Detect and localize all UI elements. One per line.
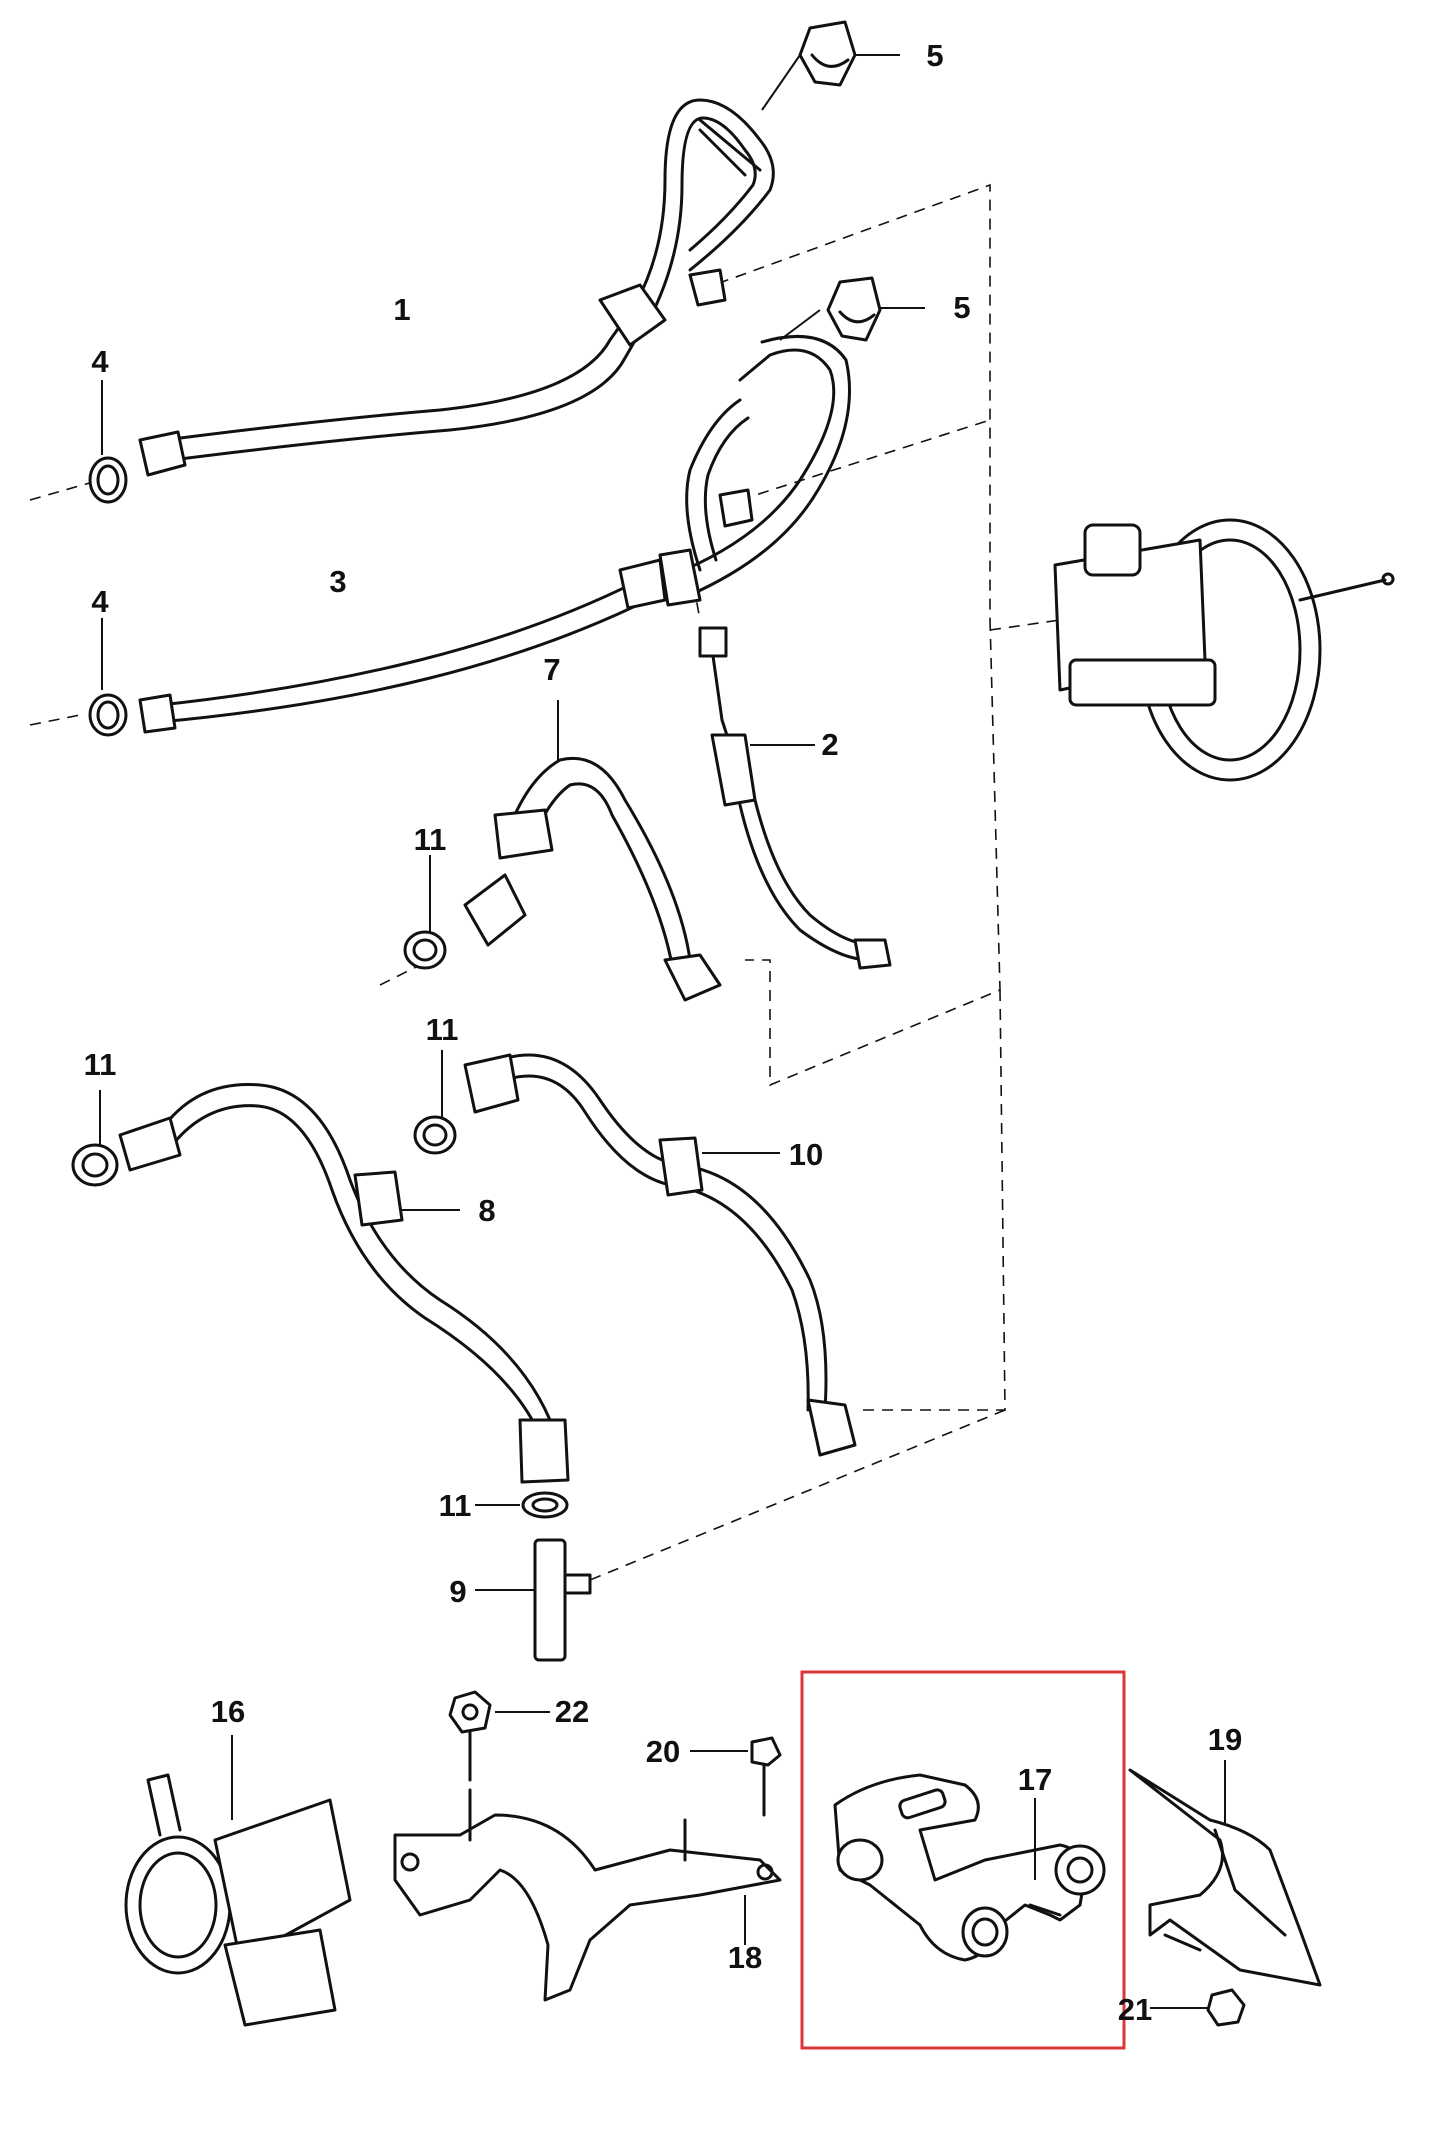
vacuum-hose-part-3	[138, 334, 851, 734]
hose-clamp-part-4-lower	[88, 618, 128, 737]
bolt-part-20	[690, 1736, 782, 1817]
callout-7: 7	[543, 652, 560, 687]
callout-11-d: 11	[439, 1488, 472, 1523]
callout-3: 3	[329, 564, 346, 599]
highlight-box	[800, 1670, 1126, 2050]
nut-part-22	[448, 1690, 550, 1782]
vacuum-hose-part-10	[463, 1053, 857, 1457]
tee-fitting-part-9	[475, 1538, 592, 1662]
clip-part-5-upper	[798, 20, 900, 87]
callout-4-upper: 4	[91, 344, 109, 379]
vacuum-hose-part-7	[463, 700, 722, 1002]
engine-mount-part-17	[833, 1773, 1106, 1962]
callout-17: 17	[1018, 1762, 1052, 1797]
callout-5-upper: 5	[926, 38, 943, 73]
callout-1: 1	[393, 292, 410, 327]
callout-9: 9	[449, 1574, 466, 1609]
vacuum-hose-part-1	[138, 54, 821, 477]
callout-22: 22	[555, 1694, 589, 1729]
hose-clamp-part-11-b	[71, 1090, 119, 1187]
callout-18: 18	[728, 1940, 762, 1975]
callout-20: 20	[646, 1734, 680, 1769]
hose-clamp-part-4-upper	[88, 380, 128, 504]
callout-16: 16	[211, 1694, 245, 1729]
vacuum-pump-part-16	[124, 1735, 352, 2027]
callout-21: 21	[1118, 1992, 1152, 2027]
dashed-connection-lines	[29, 183, 1061, 1581]
callout-11-a: 11	[414, 822, 447, 857]
bracket-part-18	[393, 1788, 782, 2002]
heat-shield-part-19	[1128, 1760, 1322, 1987]
callout-2: 2	[821, 727, 838, 762]
callout-10: 10	[789, 1137, 823, 1172]
callout-5-lower: 5	[953, 290, 970, 325]
brake-booster-master-cylinder	[1053, 518, 1395, 782]
hose-clamp-part-11-c	[413, 1050, 457, 1155]
nut-part-21	[1150, 1933, 1246, 2027]
hose-clamp-part-11-d	[475, 1491, 569, 1519]
hose-clamp-part-11-a	[403, 855, 447, 970]
vacuum-hose-part-8	[118, 1083, 570, 1484]
callout-8: 8	[478, 1193, 495, 1228]
clip-part-5-lower	[826, 276, 925, 342]
callout-4-lower: 4	[91, 584, 109, 619]
callout-19: 19	[1208, 1722, 1242, 1757]
vacuum-sensor-part-2	[698, 626, 892, 970]
callout-11-b: 11	[84, 1047, 117, 1082]
callout-11-c: 11	[426, 1012, 459, 1047]
